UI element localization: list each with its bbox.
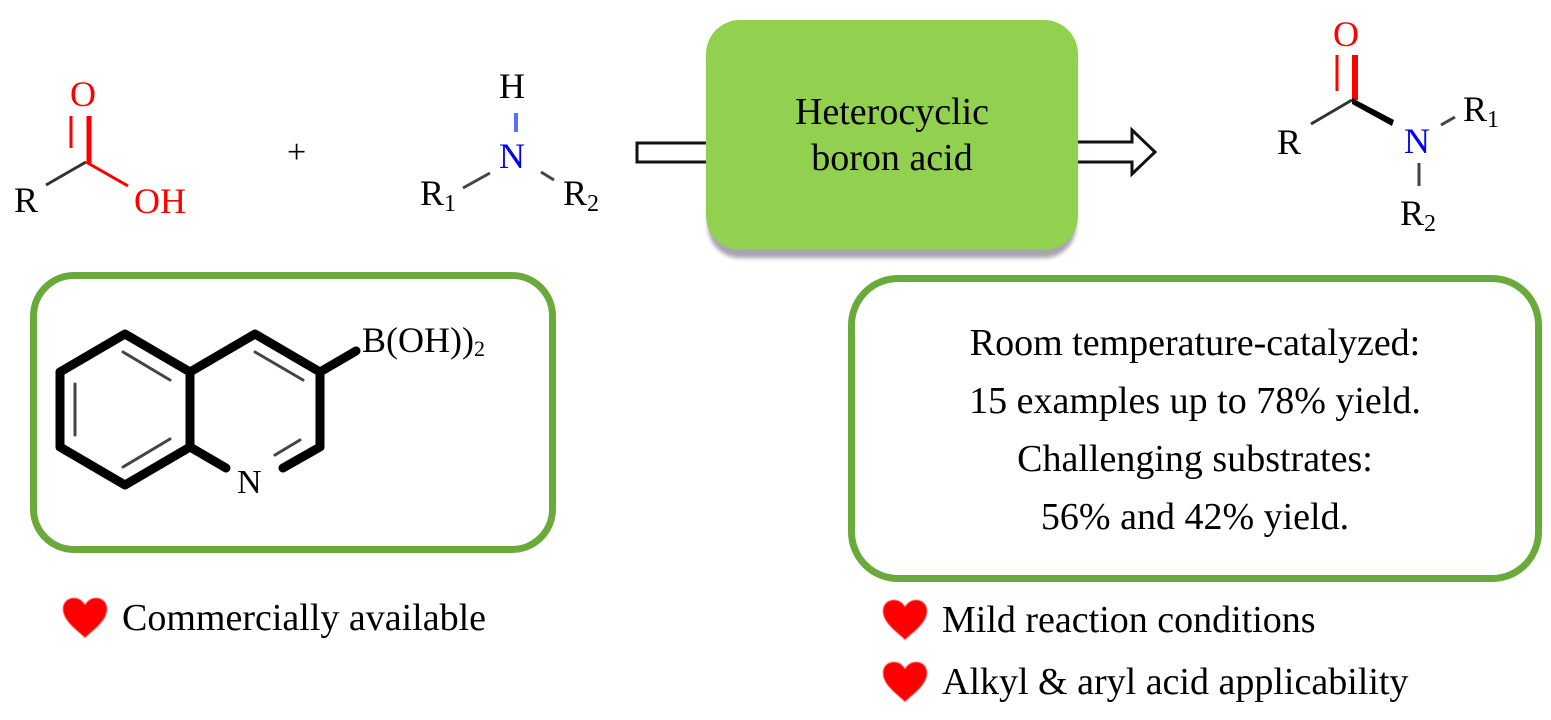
results-line-1: Room temperature-catalyzed:: [969, 321, 1421, 364]
atom-r: R: [14, 180, 38, 220]
heart-icon: [880, 660, 930, 704]
atom-o: O: [70, 74, 96, 114]
heart-icon: [60, 596, 110, 640]
bond-c-n-wedge: [1352, 98, 1394, 126]
bond-r-c: [45, 160, 87, 187]
feature-text: Alkyl & aryl acid applicability: [942, 661, 1409, 703]
amine: H N R1 R2: [420, 66, 599, 217]
quinoline-boronic-acid: [55, 329, 361, 490]
amide-product: O R N R1 R2: [1277, 14, 1499, 237]
atom-r2: R2: [1400, 193, 1436, 237]
bond-n-r2: [540, 170, 555, 182]
results-line-3: Challenging substrates:: [1017, 437, 1373, 480]
feature-item: Mild reaction conditions: [880, 598, 1316, 642]
feature-item: Commercially available: [60, 596, 486, 640]
arrow-in: [635, 141, 708, 164]
atom-r1: R1: [1463, 89, 1499, 133]
boronic-acid-group: B(OH))2: [362, 320, 485, 361]
atom-oh: OH: [134, 181, 186, 221]
carboxylic-acid: O R OH: [14, 74, 186, 221]
atom-h: H: [499, 66, 525, 106]
results-frame: Room temperature-catalyzed: 15 examples …: [848, 275, 1542, 582]
feature-text: Mild reaction conditions: [942, 599, 1316, 641]
atom-n-ring: N: [237, 464, 262, 501]
atom-r: R: [1277, 122, 1301, 162]
atom-r2: R2: [563, 173, 599, 217]
atom-o: O: [1333, 14, 1359, 54]
atom-r1: R1: [420, 173, 456, 217]
bond-c3-b: [315, 346, 361, 377]
feature-text: Commercially available: [122, 597, 487, 639]
feature-item: Alkyl & aryl acid applicability: [880, 660, 1408, 704]
bond-n-r1: [462, 171, 491, 190]
pyridine-bond-c8a-n: [185, 442, 231, 473]
catalyst-box: Heterocyclic boron acid: [706, 20, 1078, 250]
inner-bond-3: [121, 437, 172, 469]
catalyst-structure-frame: [30, 272, 556, 553]
bond-c-oh: [85, 160, 129, 188]
bond-n-r1: [1440, 115, 1456, 127]
heart-icon: [880, 598, 930, 642]
results-line-2: 15 examples up to 78% yield.: [969, 379, 1421, 422]
catalyst-line-1: Heterocyclic: [794, 91, 990, 133]
atom-n: N: [499, 136, 525, 176]
inner-bond-2: [121, 350, 172, 382]
atom-n: N: [1404, 121, 1430, 161]
bond-r-c: [1310, 98, 1353, 126]
catalyst-line-2: boron acid: [811, 137, 973, 179]
inner-bond-5: [273, 438, 302, 457]
inner-bond-4: [253, 350, 305, 382]
arrow-out: [1077, 126, 1158, 178]
results-line-4: 56% and 42% yield.: [1040, 495, 1350, 538]
plus-sign: +: [287, 134, 306, 171]
